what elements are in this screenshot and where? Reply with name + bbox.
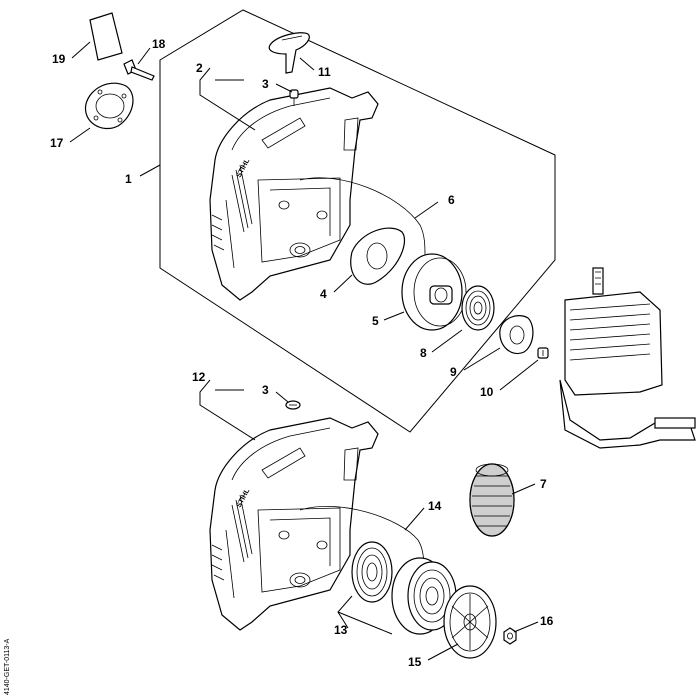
starter-grip <box>268 32 310 74</box>
rope-rotor-lower <box>391 557 457 635</box>
callout-8: 8 <box>420 346 427 360</box>
fan-housing-lower: STIHL <box>209 417 379 631</box>
gasket-disc <box>84 82 134 130</box>
rope-spool <box>469 463 515 537</box>
assembly-boundary-outline <box>159 9 556 433</box>
callout-3-upper: 3 <box>262 77 269 91</box>
callout-5: 5 <box>372 314 379 328</box>
callout-19: 19 <box>52 52 66 66</box>
callout-18: 18 <box>152 37 166 51</box>
screw-10 <box>537 347 549 359</box>
cover-disc <box>443 585 497 659</box>
callout-15: 15 <box>408 655 422 669</box>
fan-housing-upper: STIHL <box>209 87 379 301</box>
engine-silhouette <box>559 267 696 449</box>
callout-1: 1 <box>125 172 132 186</box>
callout-3-lower: 3 <box>262 383 269 397</box>
leader-lines <box>69 41 539 661</box>
screw-18 <box>123 59 155 81</box>
spring-cover-upper <box>499 315 534 355</box>
callout-6: 6 <box>448 193 455 207</box>
callout-10: 10 <box>480 385 494 399</box>
callout-4: 4 <box>320 287 327 301</box>
callout-12: 12 <box>192 370 206 384</box>
callout-16: 16 <box>540 614 554 628</box>
screw-lower <box>285 400 301 410</box>
label-plate <box>89 12 123 61</box>
callout-labels: 19 18 17 1 2 3 11 6 4 5 8 9 10 12 3 7 14… <box>50 37 554 669</box>
washer-part <box>350 227 406 285</box>
callout-9: 9 <box>450 365 457 379</box>
callout-2: 2 <box>196 61 203 75</box>
callout-7: 7 <box>540 477 547 491</box>
rewind-spring-upper <box>461 285 495 331</box>
rewind-spring-lower <box>351 541 393 603</box>
callout-14: 14 <box>428 499 442 513</box>
rope-rotor-upper <box>401 253 467 331</box>
callout-11: 11 <box>318 65 331 79</box>
nut-16 <box>503 627 517 645</box>
callout-17: 17 <box>50 136 64 150</box>
diagram-reference-code: 4140-GET-0113-A <box>4 638 11 695</box>
callout-13: 13 <box>334 623 348 637</box>
